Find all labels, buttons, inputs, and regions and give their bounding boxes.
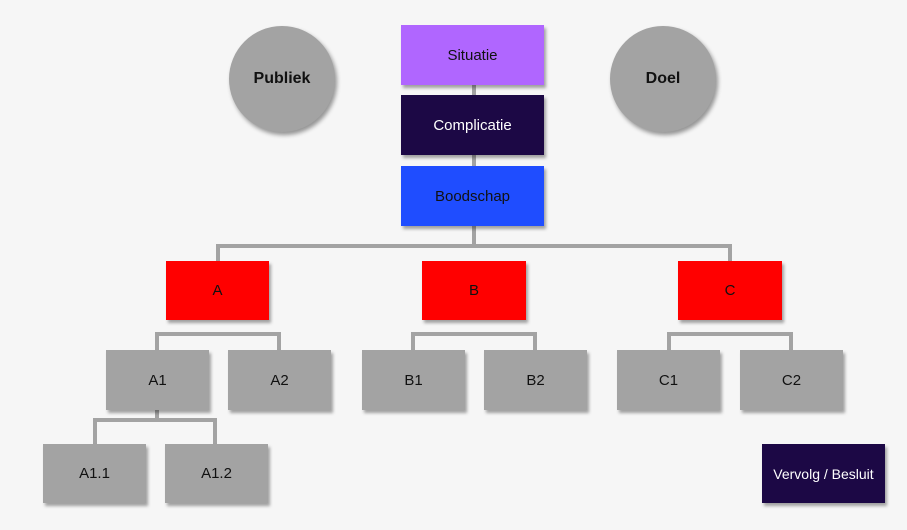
node-a1-label: A1: [148, 371, 167, 389]
node-c2: C2: [740, 350, 843, 410]
connector-a1-bar: [93, 418, 217, 422]
connector-a1-to-a1-2: [213, 418, 217, 444]
node-b-label: B: [468, 282, 479, 299]
node-a1-2: A1.2: [165, 444, 268, 503]
connector-c-to-c1: [667, 332, 671, 350]
connector-to-a: [216, 244, 220, 262]
node-c-label: C: [724, 282, 736, 299]
audience-label: Publiek: [253, 70, 311, 87]
vervolg-besluit-label: Vervolg / Besluit: [773, 465, 874, 482]
node-a-label: A: [212, 282, 223, 299]
connector-boodschap-down: [472, 226, 476, 248]
complicatie-box: Complicatie: [401, 95, 544, 155]
connector-a1-down: [155, 410, 159, 420]
connector-a1-to-a1-1: [93, 418, 97, 444]
connector-b-to-b1: [411, 332, 415, 350]
node-c: C: [678, 261, 782, 320]
node-a: A: [166, 261, 269, 320]
node-a1-1-label: A1.1: [79, 465, 110, 482]
node-b2-label: B2: [526, 371, 545, 389]
situatie-label: Situatie: [447, 46, 498, 64]
node-a1: A1: [106, 350, 209, 410]
node-a1-2-label: A1.2: [201, 465, 232, 482]
connector-situatie-complicatie: [472, 85, 476, 95]
goal-label: Doel: [645, 70, 681, 87]
connector-a-to-a2: [277, 332, 281, 350]
boodschap-box: Boodschap: [401, 166, 544, 226]
connector-a-bar: [155, 332, 280, 336]
complicatie-label: Complicatie: [433, 116, 512, 134]
node-b1-label: B1: [404, 371, 423, 389]
goal-circle: Doel: [610, 26, 716, 132]
audience-circle: Publiek: [229, 26, 335, 132]
connector-complicatie-boodschap: [472, 155, 476, 166]
node-b2: B2: [484, 350, 587, 410]
node-b1: B1: [362, 350, 465, 410]
boodschap-label: Boodschap: [434, 187, 511, 205]
connector-b-bar: [411, 332, 536, 336]
situatie-box: Situatie: [401, 25, 544, 85]
node-a2: A2: [228, 350, 331, 410]
connector-a-to-a1: [155, 332, 159, 350]
connector-level1-bar: [216, 244, 732, 248]
node-a1-1: A1.1: [43, 444, 146, 503]
connector-c-to-c2: [789, 332, 793, 350]
node-c1-label: C1: [658, 371, 679, 389]
node-a2-label: A2: [270, 371, 289, 389]
vervolg-besluit-box: Vervolg / Besluit: [762, 444, 885, 503]
node-c2-label: C2: [781, 371, 802, 389]
connector-c-bar: [667, 332, 792, 336]
connector-to-c: [728, 244, 732, 262]
node-c1: C1: [617, 350, 720, 410]
connector-b-to-b2: [533, 332, 537, 350]
node-b: B: [422, 261, 526, 320]
